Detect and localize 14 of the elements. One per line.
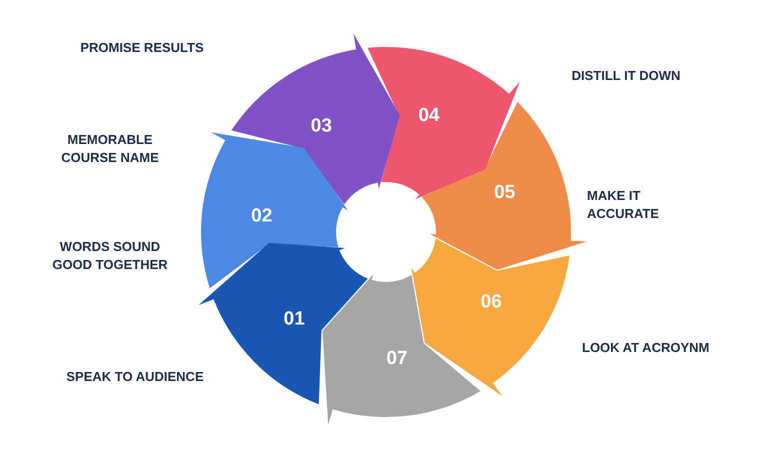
step-number: 02 (251, 206, 272, 227)
step-number: 05 (494, 182, 516, 204)
step-label: MEMORABLE COURSE NAME (60, 131, 160, 167)
step-label: SPEAK TO AUDIENCE (65, 368, 205, 386)
step-label: MAKE IT ACCURATE (587, 187, 660, 223)
step-number: 07 (386, 348, 408, 370)
step-number: 01 (284, 308, 305, 330)
step-label: LOOK AT ACROYNM (582, 339, 710, 357)
step-number: 03 (310, 115, 332, 136)
step-label: PROMISE RESULTS (79, 39, 205, 57)
step-label: DISTILL IT DOWN (570, 67, 682, 85)
step-number: 04 (418, 105, 440, 126)
step-number: 06 (480, 291, 502, 312)
step-label: WORDS SOUND GOOD TOGETHER (51, 238, 169, 274)
